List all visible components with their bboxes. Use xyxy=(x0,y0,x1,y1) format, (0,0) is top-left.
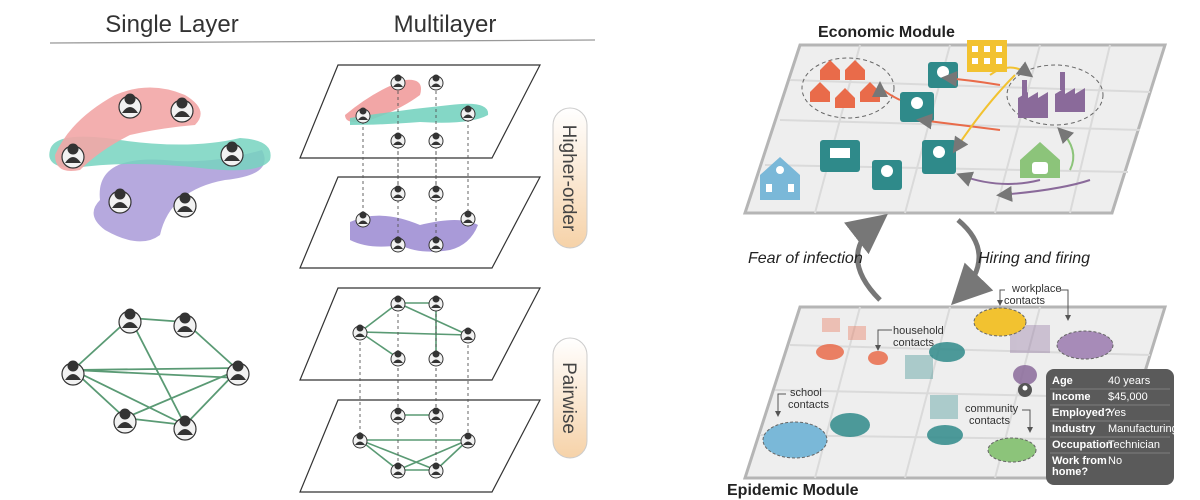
multilayer-higher-order xyxy=(299,64,541,269)
profile-key-line: Employed? xyxy=(1052,407,1112,419)
callout-text: workplace xyxy=(1011,283,1062,295)
office-building-icon xyxy=(967,40,1007,72)
economic-module-title: Economic Module xyxy=(818,24,955,41)
profile-value: 40 years xyxy=(1108,375,1151,387)
label-higher-order: Higher-order xyxy=(558,125,579,232)
profile-key: Occupation xyxy=(1052,439,1113,451)
callout-text: contacts xyxy=(788,399,829,411)
pill-pairwise xyxy=(552,337,588,459)
economic-map xyxy=(742,40,1168,215)
arrow-label-fear: Fear of infection xyxy=(748,250,863,267)
callout-text: household xyxy=(893,325,944,337)
profile-key-line: Work from xyxy=(1052,455,1107,467)
callout-text: school xyxy=(790,387,822,399)
single-higher-order-network xyxy=(49,87,271,242)
label-pairwise: Pairwise xyxy=(558,362,579,434)
person-node xyxy=(118,307,142,334)
hiring-arrow xyxy=(951,218,994,306)
person-node xyxy=(113,407,137,434)
epidemic-module-title: Epidemic Module xyxy=(727,482,859,499)
profile-value: Manufacturing xyxy=(1108,423,1178,435)
profile-value: $45,000 xyxy=(1108,391,1148,403)
person-pin-icon xyxy=(1018,383,1032,397)
header-multilayer: Multilayer xyxy=(394,11,497,38)
callout-text: community xyxy=(965,403,1019,415)
profile-value: No xyxy=(1108,455,1122,467)
person-node xyxy=(173,414,197,441)
hyperedge-pink xyxy=(55,87,201,171)
layer-plane xyxy=(299,176,541,269)
profile-key: Industry xyxy=(1052,423,1096,435)
factory-icon xyxy=(1018,72,1085,118)
profile-value: Yes xyxy=(1108,407,1126,419)
train-station-icon xyxy=(1020,142,1060,178)
profile-key-line: Occupation xyxy=(1052,439,1113,451)
profile-key: Income xyxy=(1052,391,1091,403)
profile-key-line: Industry xyxy=(1052,423,1096,435)
profile-key-line: home? xyxy=(1052,466,1088,478)
school-icon xyxy=(760,157,800,200)
profile-key: Employed? xyxy=(1052,407,1112,419)
multilayer-pairwise xyxy=(299,287,541,493)
houses-icon xyxy=(810,60,880,108)
contact-clusters xyxy=(762,307,1114,463)
hyperedge-purple xyxy=(93,150,265,242)
person-node xyxy=(173,311,197,338)
callout-text: contacts xyxy=(893,337,934,349)
single-pairwise-network xyxy=(72,317,239,426)
pill-higher-order xyxy=(552,107,588,249)
callout-text: contacts xyxy=(969,415,1010,427)
layer-plane xyxy=(299,399,541,493)
hyperedge-teal xyxy=(350,103,489,125)
arrow-label-hiring: Hiring and firing xyxy=(978,250,1090,267)
header-rule xyxy=(49,39,596,44)
callout-text: contacts xyxy=(1004,295,1045,307)
fear-arrow xyxy=(844,213,888,302)
header-single-layer: Single Layer xyxy=(105,11,238,38)
profile-value: Technician xyxy=(1108,439,1160,451)
profile-key: Age xyxy=(1052,375,1073,387)
hyperedge-purple xyxy=(350,215,478,252)
profile-key-line: Income xyxy=(1052,391,1091,403)
profile-key-line: Age xyxy=(1052,375,1073,387)
